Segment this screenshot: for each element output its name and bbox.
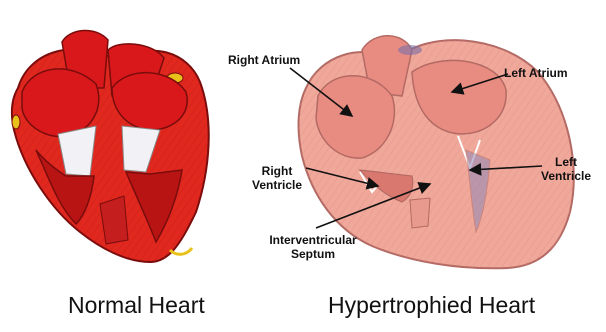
label-right-ventricle: Right Ventricle — [250, 164, 304, 192]
normal-heart-illustration — [12, 30, 209, 262]
label-right-ventricle-line1: Right — [250, 164, 304, 178]
label-left-ventricle-line2: Ventricle — [536, 169, 596, 183]
label-septum-line1: Interventricular — [254, 233, 372, 247]
label-right-atrium: Right Atrium — [228, 53, 300, 67]
label-left-ventricle: Left Ventricle — [536, 155, 596, 183]
label-right-atrium-text: Right Atrium — [228, 53, 300, 67]
label-left-ventricle-line1: Left — [536, 155, 596, 169]
caption-hypertrophied-heart: Hypertrophied Heart — [328, 292, 535, 319]
label-right-ventricle-line2: Ventricle — [250, 178, 304, 192]
caption-normal-heart: Normal Heart — [68, 292, 205, 319]
label-left-atrium-text: Left Atrium — [504, 66, 568, 80]
label-interventricular-septum: Interventricular Septum — [254, 233, 372, 261]
label-septum-line2: Septum — [254, 247, 372, 261]
label-left-atrium: Left Atrium — [504, 66, 568, 80]
